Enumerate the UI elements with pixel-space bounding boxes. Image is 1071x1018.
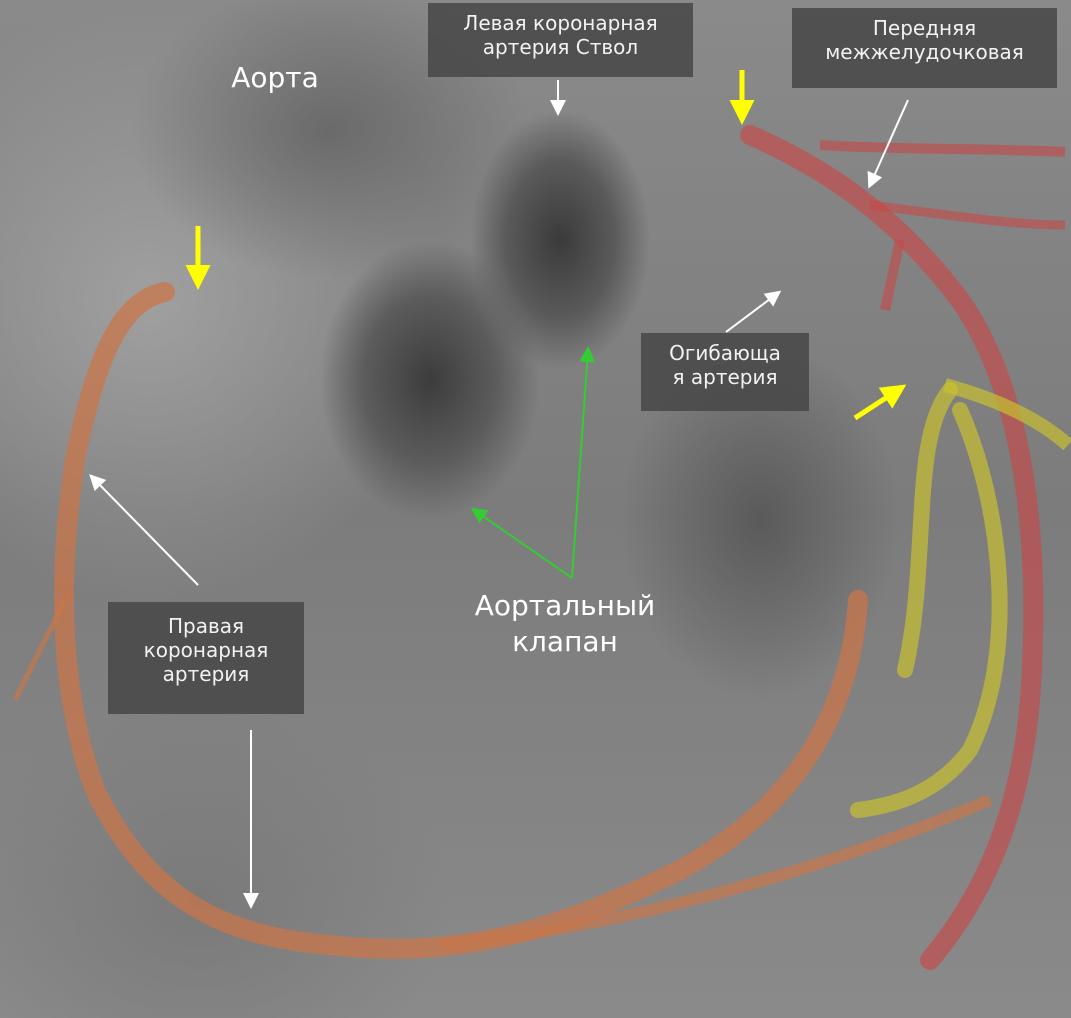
- pointer-rca-up: [89, 474, 199, 586]
- label-rca: Правая коронарная артерия: [108, 602, 304, 714]
- label-circumflex: Огибающа я артерия: [641, 333, 809, 411]
- pointer-valve-1: [571, 346, 596, 579]
- lad-branch-3: [880, 238, 905, 312]
- label-aorta: Аорта: [231, 61, 319, 94]
- label-aortic-valve: Аортальный клапан: [455, 588, 675, 660]
- lad-branch-2: [869, 200, 1066, 230]
- label-lad: Передняя межжелудочковая: [792, 8, 1057, 88]
- pointer-lad: [867, 99, 909, 189]
- pointer-valve-2: [470, 507, 573, 579]
- marker-arrow-circumflex: [853, 384, 907, 421]
- circumflex-vessel: [943, 378, 1071, 451]
- label-line: я артерия: [672, 365, 778, 389]
- label-line: Огибающа: [669, 341, 781, 365]
- label-line: Аортальный: [474, 589, 656, 622]
- pointer-circumflex: [725, 290, 782, 333]
- lad-branch: [819, 140, 1066, 157]
- label-left-main: Левая коронарная артерия Ствол: [428, 3, 693, 77]
- label-line: артерия Ствол: [482, 35, 639, 59]
- label-line: клапан: [512, 625, 618, 658]
- circumflex-long: [850, 402, 1008, 818]
- label-line: артерия: [162, 662, 250, 686]
- label-line: Передняя: [872, 16, 977, 40]
- label-line: Левая коронарная: [463, 11, 658, 35]
- rca-branch: [439, 794, 993, 951]
- label-line: Правая: [167, 614, 245, 638]
- rca-branch-small: [12, 588, 73, 702]
- rca-vessel: [53, 282, 868, 959]
- label-line: межжелудочковая: [825, 40, 1024, 64]
- circumflex-loop: [897, 382, 958, 678]
- label-line: коронарная: [143, 638, 269, 662]
